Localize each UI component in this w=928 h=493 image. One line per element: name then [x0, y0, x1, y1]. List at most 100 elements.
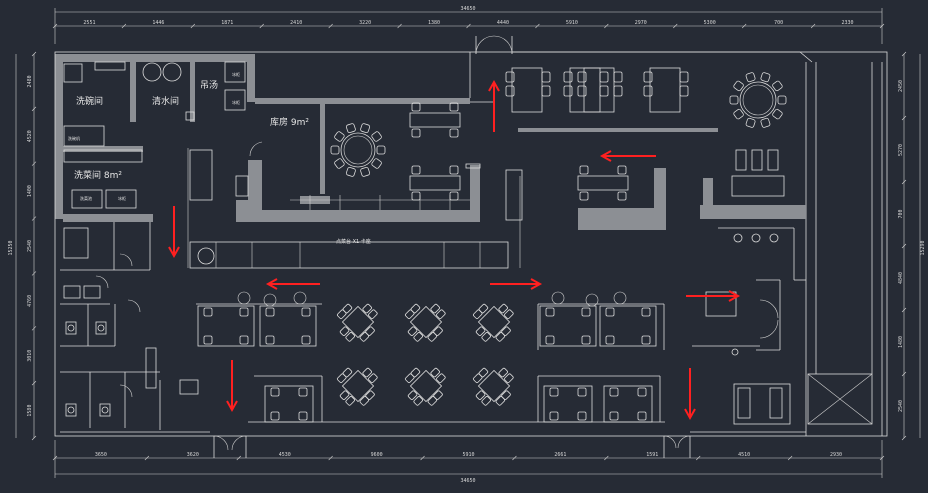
dimension-tick	[31, 216, 37, 221]
chair	[504, 309, 514, 319]
chair	[345, 396, 355, 406]
chair	[368, 373, 378, 383]
chair	[407, 326, 418, 336]
chair	[411, 191, 421, 201]
counter-note: 点菜台 X1 卡座	[336, 238, 371, 245]
chair	[745, 117, 756, 128]
chair	[449, 128, 459, 138]
chair	[473, 309, 483, 319]
chair	[760, 117, 771, 128]
chair	[436, 373, 446, 383]
bottom-total-dimension: 34650	[460, 478, 475, 484]
chair	[449, 191, 459, 201]
dimension-label: 9600	[371, 452, 383, 458]
chair	[495, 396, 506, 406]
chair	[411, 165, 421, 175]
booth-table	[599, 305, 657, 347]
right-total-dimension: 15290	[920, 240, 926, 255]
chair	[777, 95, 787, 105]
chair	[359, 396, 370, 406]
square-tables	[196, 67, 689, 423]
dimension-tick	[31, 326, 37, 331]
dimension-label: 1380	[428, 20, 440, 26]
dimension-tick	[121, 23, 127, 29]
dimension-label: 2970	[635, 20, 647, 26]
chair	[345, 166, 356, 177]
diamond-table	[405, 303, 446, 342]
dimension-tick	[901, 51, 907, 57]
round-tables	[330, 72, 787, 177]
chair	[478, 367, 489, 378]
dimension-tick	[696, 455, 701, 461]
dimension-label: 2410	[290, 20, 302, 26]
dimension-label: 2540	[898, 400, 904, 412]
dimension-label: 2330	[842, 20, 854, 26]
flow-arrow	[686, 290, 741, 302]
chair	[760, 72, 771, 83]
equipment-label: 冰柜	[118, 195, 126, 201]
diamond-table	[473, 303, 514, 342]
plant	[293, 291, 307, 305]
dimension-label: 5910	[462, 452, 474, 458]
room-label-dishwashing: 洗碗间	[76, 95, 103, 107]
circulation-arrows	[168, 79, 741, 421]
dimension-label: 3220	[359, 20, 371, 26]
chair	[360, 123, 371, 134]
dimension-tick	[879, 23, 885, 29]
dimension-label: 1400	[27, 185, 33, 197]
dimension-label: 4840	[898, 272, 904, 284]
chair	[449, 165, 459, 175]
dimension-label: 700	[774, 20, 783, 26]
equipment-label: 冰柜	[232, 99, 240, 105]
room-label-prep-water: 清水间	[152, 95, 179, 107]
flow-arrow	[684, 368, 696, 421]
chair	[729, 95, 739, 105]
chair	[362, 367, 372, 378]
dimension-tick	[901, 179, 907, 185]
room-label-storage: 库房 9m²	[270, 116, 309, 128]
chair	[617, 191, 627, 201]
restroom-area	[60, 222, 199, 430]
dimension-tick	[879, 455, 885, 461]
dimension-tick	[52, 455, 58, 461]
dimension-tick	[535, 23, 540, 29]
booth-table	[264, 385, 314, 423]
chair	[371, 131, 382, 142]
dimension-tick	[901, 307, 907, 313]
dimension-tick	[604, 455, 609, 461]
dimension-tick	[31, 271, 37, 276]
dimension-label: 5270	[898, 144, 904, 156]
dimension-tick	[810, 23, 816, 29]
doors	[95, 35, 691, 458]
dimension-tick	[901, 435, 907, 441]
equipment-label: 洗碗机	[68, 135, 80, 141]
chair	[498, 303, 508, 314]
diamond-tables	[337, 303, 514, 406]
dimension-label: 2540	[27, 240, 33, 252]
room-labels: 洗碗间 清水间 吊汤 库房 9m² 洗菜间 8m² 点菜台 X1 卡座	[74, 80, 371, 245]
dimension-tick	[901, 115, 907, 121]
chair	[475, 326, 486, 336]
flow-arrow	[226, 360, 238, 413]
chair	[359, 332, 370, 342]
dimension-label: 4530	[279, 452, 291, 458]
booth-table	[539, 305, 597, 347]
chair	[501, 326, 511, 336]
chair	[407, 390, 418, 400]
round-table	[729, 72, 787, 128]
flow-arrow	[490, 278, 543, 290]
chair	[334, 158, 345, 169]
chair	[475, 390, 486, 400]
diamond-table	[405, 367, 446, 406]
chair	[733, 80, 744, 92]
flow-arrow	[168, 206, 180, 259]
dimension-tick	[512, 455, 517, 461]
chair	[498, 367, 508, 378]
diamond-table	[337, 367, 378, 406]
dimension-tick	[397, 23, 402, 29]
chair	[579, 165, 589, 175]
dimension-label: 2480	[27, 75, 33, 87]
four-seat-table	[409, 102, 461, 138]
